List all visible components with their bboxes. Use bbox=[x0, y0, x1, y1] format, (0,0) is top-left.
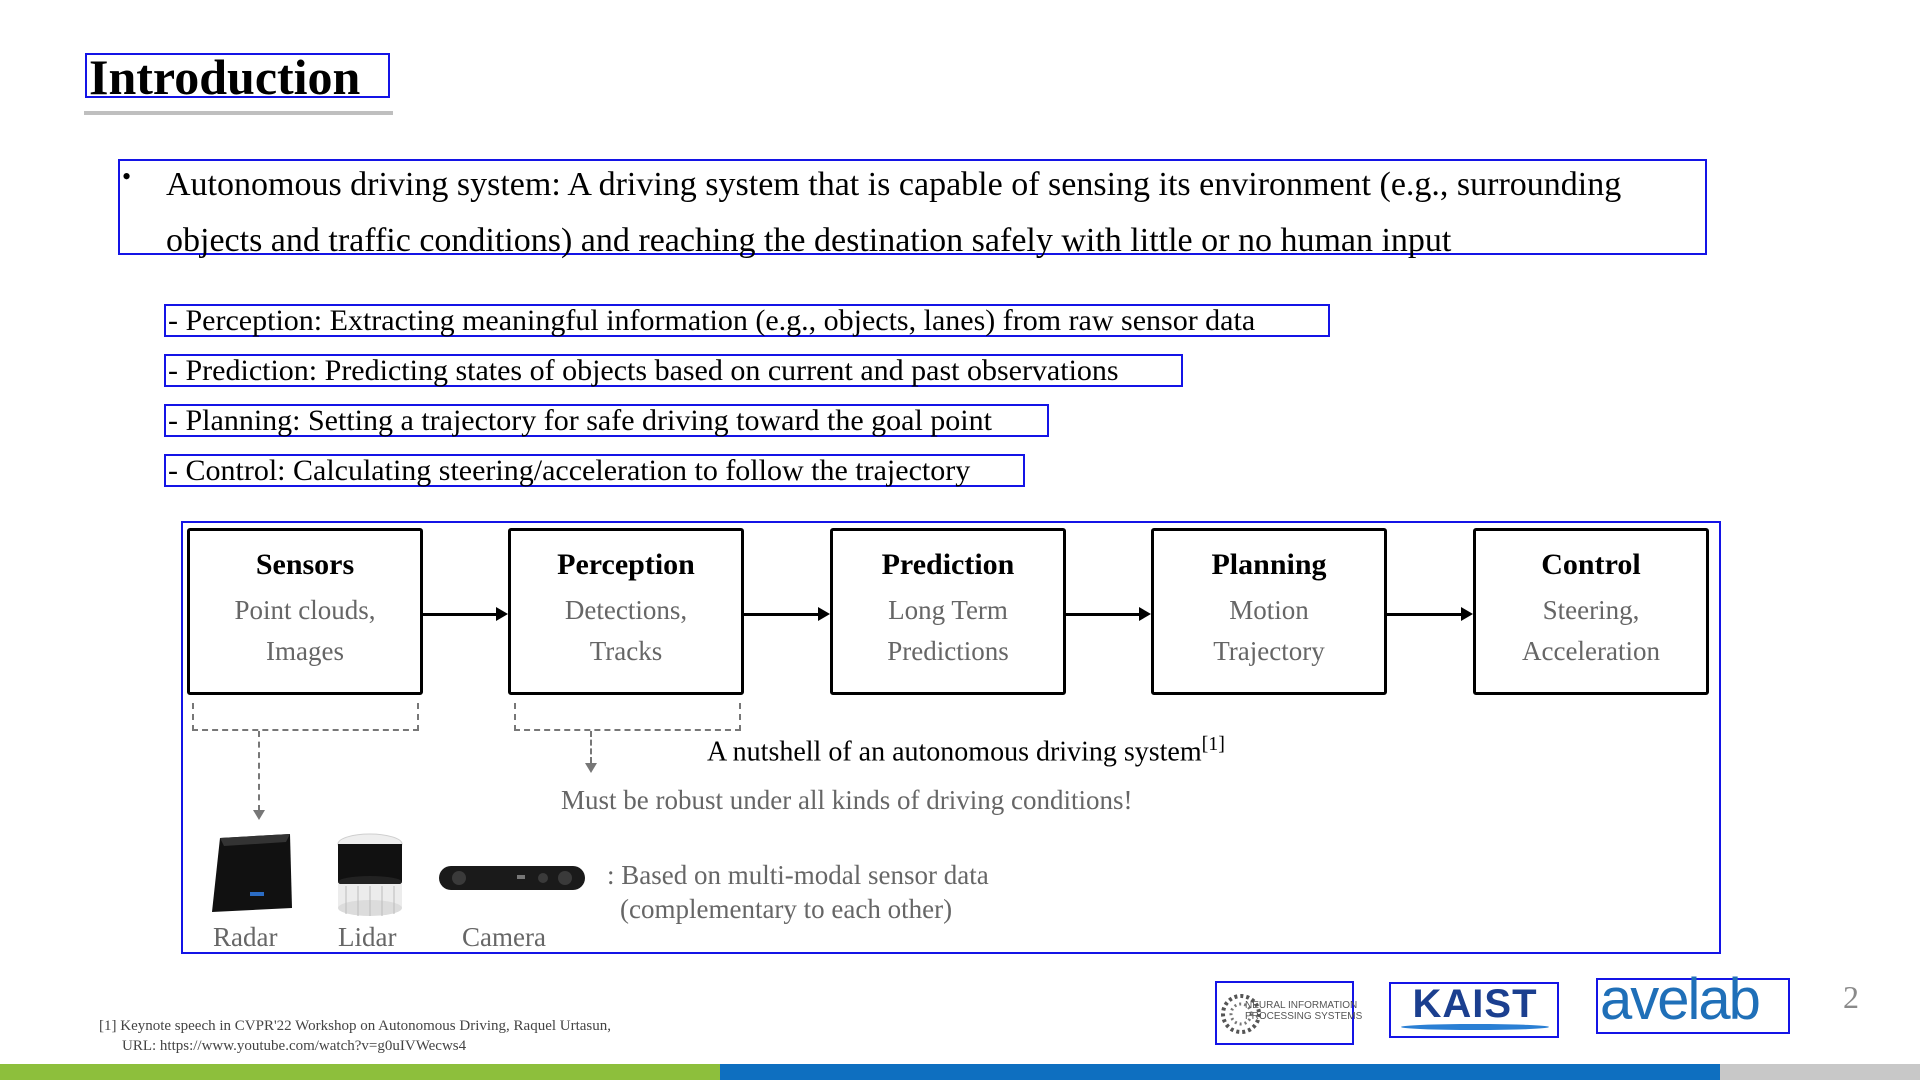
stage-title: Control bbox=[1541, 548, 1641, 581]
kaist-logo-text: KAIST bbox=[1412, 982, 1538, 1026]
camera-icon bbox=[439, 866, 585, 890]
stage-detail-1: Detections, bbox=[564, 595, 688, 625]
subitem-perception: - Perception: Extracting meaningful info… bbox=[164, 304, 1330, 337]
stage-detail-2: Predictions bbox=[887, 636, 1009, 666]
page-number: 2 bbox=[1843, 979, 1859, 1015]
camera-label: Camera bbox=[462, 922, 546, 952]
stage-detail-1: Steering, bbox=[1542, 595, 1640, 625]
sensors-pointer-line bbox=[258, 731, 260, 811]
robust-note: Must be robust under all kinds of drivin… bbox=[561, 785, 1133, 815]
footnote-line2: URL: https://www.youtube.com/watch?v=g0u… bbox=[122, 1038, 467, 1054]
footnote-line1: [1] Keynote speech in CVPR'22 Workshop o… bbox=[99, 1018, 612, 1034]
subitem-control: - Control: Calculating steering/accelera… bbox=[164, 454, 1025, 487]
neurips-text-1: NEURAL INFORMATION bbox=[1245, 1000, 1358, 1011]
perception-bracket bbox=[514, 703, 741, 731]
stage-prediction: Prediction Long Term Predictions bbox=[830, 528, 1066, 695]
stage-sensors: Sensors Point clouds, Images bbox=[187, 528, 423, 695]
arrow-perception-prediction bbox=[744, 613, 819, 616]
footer-bar-green bbox=[0, 1064, 720, 1080]
stage-detail-1: Point clouds, bbox=[234, 595, 376, 625]
radar-label: Radar bbox=[213, 922, 278, 952]
main-bullet-text: Autonomous driving system: A driving sys… bbox=[166, 166, 1622, 259]
down-arrow-icon bbox=[585, 763, 597, 773]
sensors-bracket bbox=[192, 703, 419, 731]
stage-detail-1: Motion bbox=[1229, 595, 1309, 625]
pipeline-diagram bbox=[181, 521, 1721, 954]
stage-perception: Perception Detections, Tracks bbox=[508, 528, 744, 695]
stage-title: Planning bbox=[1211, 548, 1327, 581]
perception-pointer-line bbox=[590, 731, 592, 763]
down-arrow-icon bbox=[253, 810, 265, 820]
neurips-logo: NEURAL INFORMATION PROCESSING SYSTEMS bbox=[1215, 981, 1362, 1045]
caption-text: A nutshell of an autonomous driving syst… bbox=[707, 736, 1202, 768]
subitem-prediction: - Prediction: Predicting states of objec… bbox=[164, 354, 1183, 387]
radar-icon bbox=[212, 834, 292, 912]
caption-reference: [1] bbox=[1201, 733, 1225, 755]
multimodal-note-line2: (complementary to each other) bbox=[620, 894, 953, 924]
stage-detail-2: Tracks bbox=[589, 636, 663, 666]
slide-title: Introduction bbox=[85, 52, 390, 102]
footer-bar-gray bbox=[1720, 1064, 1920, 1080]
arrow-head-icon bbox=[818, 607, 830, 621]
avelab-logo-text: avelab bbox=[1600, 967, 1761, 1032]
stage-title: Sensors bbox=[255, 548, 355, 581]
lidar-icon bbox=[337, 833, 403, 916]
title-underline bbox=[84, 111, 393, 115]
avelab-logo: avelab bbox=[1596, 967, 1790, 1034]
stage-detail-2: Images bbox=[266, 636, 344, 666]
stage-detail-2: Acceleration bbox=[1522, 636, 1660, 666]
stage-title: Perception bbox=[557, 548, 695, 581]
diagram-caption: A nutshell of an autonomous driving syst… bbox=[707, 733, 1225, 768]
subitem-planning: - Planning: Setting a trajectory for saf… bbox=[164, 404, 1049, 437]
main-bullet-box bbox=[118, 159, 1707, 255]
stage-detail-1: Long Term bbox=[888, 595, 1008, 625]
footer-bar-blue bbox=[720, 1064, 1720, 1080]
arrow-prediction-planning bbox=[1066, 613, 1140, 616]
lidar-label: Lidar bbox=[338, 922, 397, 952]
multimodal-note-line1: : Based on multi-modal sensor data bbox=[607, 860, 989, 890]
bullet-dot: • bbox=[122, 162, 132, 191]
stage-control: Control Steering, Acceleration bbox=[1473, 528, 1709, 695]
neurips-emblem-icon bbox=[1221, 994, 1261, 1034]
stage-detail-2: Trajectory bbox=[1213, 636, 1325, 666]
arrow-head-icon bbox=[496, 607, 508, 621]
arrow-planning-control bbox=[1387, 613, 1462, 616]
arrow-sensors-perception bbox=[423, 613, 497, 616]
kaist-swoosh bbox=[1401, 1024, 1549, 1030]
stage-planning: Planning Motion Trajectory bbox=[1151, 528, 1387, 695]
arrow-head-icon bbox=[1139, 607, 1151, 621]
stage-title: Prediction bbox=[881, 548, 1015, 581]
arrow-head-icon bbox=[1461, 607, 1473, 621]
kaist-logo: KAIST bbox=[1389, 982, 1559, 1038]
neurips-text-2: PROCESSING SYSTEMS bbox=[1245, 1011, 1363, 1022]
